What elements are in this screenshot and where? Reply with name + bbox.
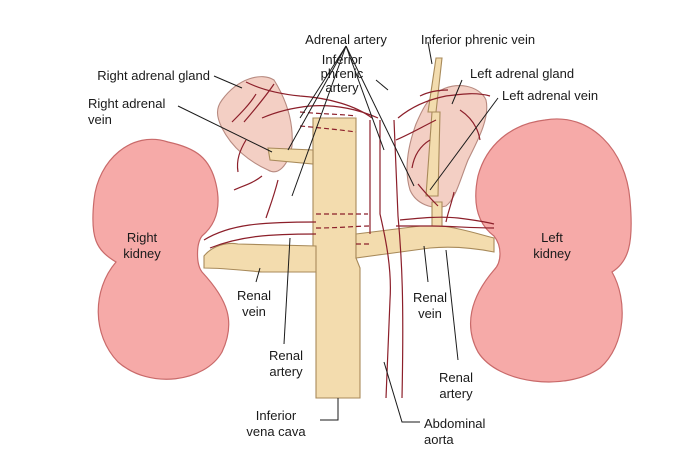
label-renal-vein-left-2: vein (418, 306, 442, 321)
label-left-kidney-2: kidney (533, 246, 571, 261)
label-ivc-1: Inferior (256, 408, 297, 423)
left-kidney (470, 118, 632, 383)
right-adrenal-vein (267, 147, 314, 165)
leader-lines (177, 41, 499, 423)
label-left-adrenal-vein: Left adrenal vein (502, 88, 598, 103)
label-right-adrenal-vein-2: vein (88, 112, 112, 127)
label-renal-artery-left-1: Renal (439, 370, 473, 385)
arteries (203, 81, 495, 399)
inferior-vena-cava (312, 117, 361, 399)
label-right-kidney-1: Right (127, 230, 158, 245)
label-renal-artery-left-2: artery (439, 386, 473, 401)
left-adrenal-gland (406, 85, 488, 208)
label-left-adrenal-gland: Left adrenal gland (470, 66, 574, 81)
label-renal-vein-right-2: vein (242, 304, 266, 319)
label-renal-vein-left-1: Renal (413, 290, 447, 305)
label-right-adrenal-gland: Right adrenal gland (97, 68, 210, 83)
label-left-kidney-1: Left (541, 230, 563, 245)
label-right-kidney-2: kidney (123, 246, 161, 261)
label-right-adrenal-vein-1: Right adrenal (88, 96, 165, 111)
right-kidney (92, 138, 230, 380)
label-renal-artery-right-1: Renal (269, 348, 303, 363)
label-inferior-phrenic-artery-3: artery (325, 80, 359, 95)
label-abdominal-aorta-1: Abdominal (424, 416, 486, 431)
label-adrenal-artery: Adrenal artery (305, 32, 387, 47)
label-ivc-2: vena cava (246, 424, 306, 439)
left-renal-vein (355, 201, 495, 259)
right-renal-vein (203, 242, 317, 273)
inferior-phrenic-vein-vessel (427, 57, 443, 113)
label-renal-vein-right-1: Renal (237, 288, 271, 303)
label-renal-artery-right-2: artery (269, 364, 303, 379)
label-inferior-phrenic-artery-1: Inferior (322, 52, 363, 67)
label-inferior-phrenic-vein: Inferior phrenic vein (421, 32, 535, 47)
label-inferior-phrenic-artery-2: phrenic (321, 66, 364, 81)
label-abdominal-aorta-2: aorta (424, 432, 454, 447)
